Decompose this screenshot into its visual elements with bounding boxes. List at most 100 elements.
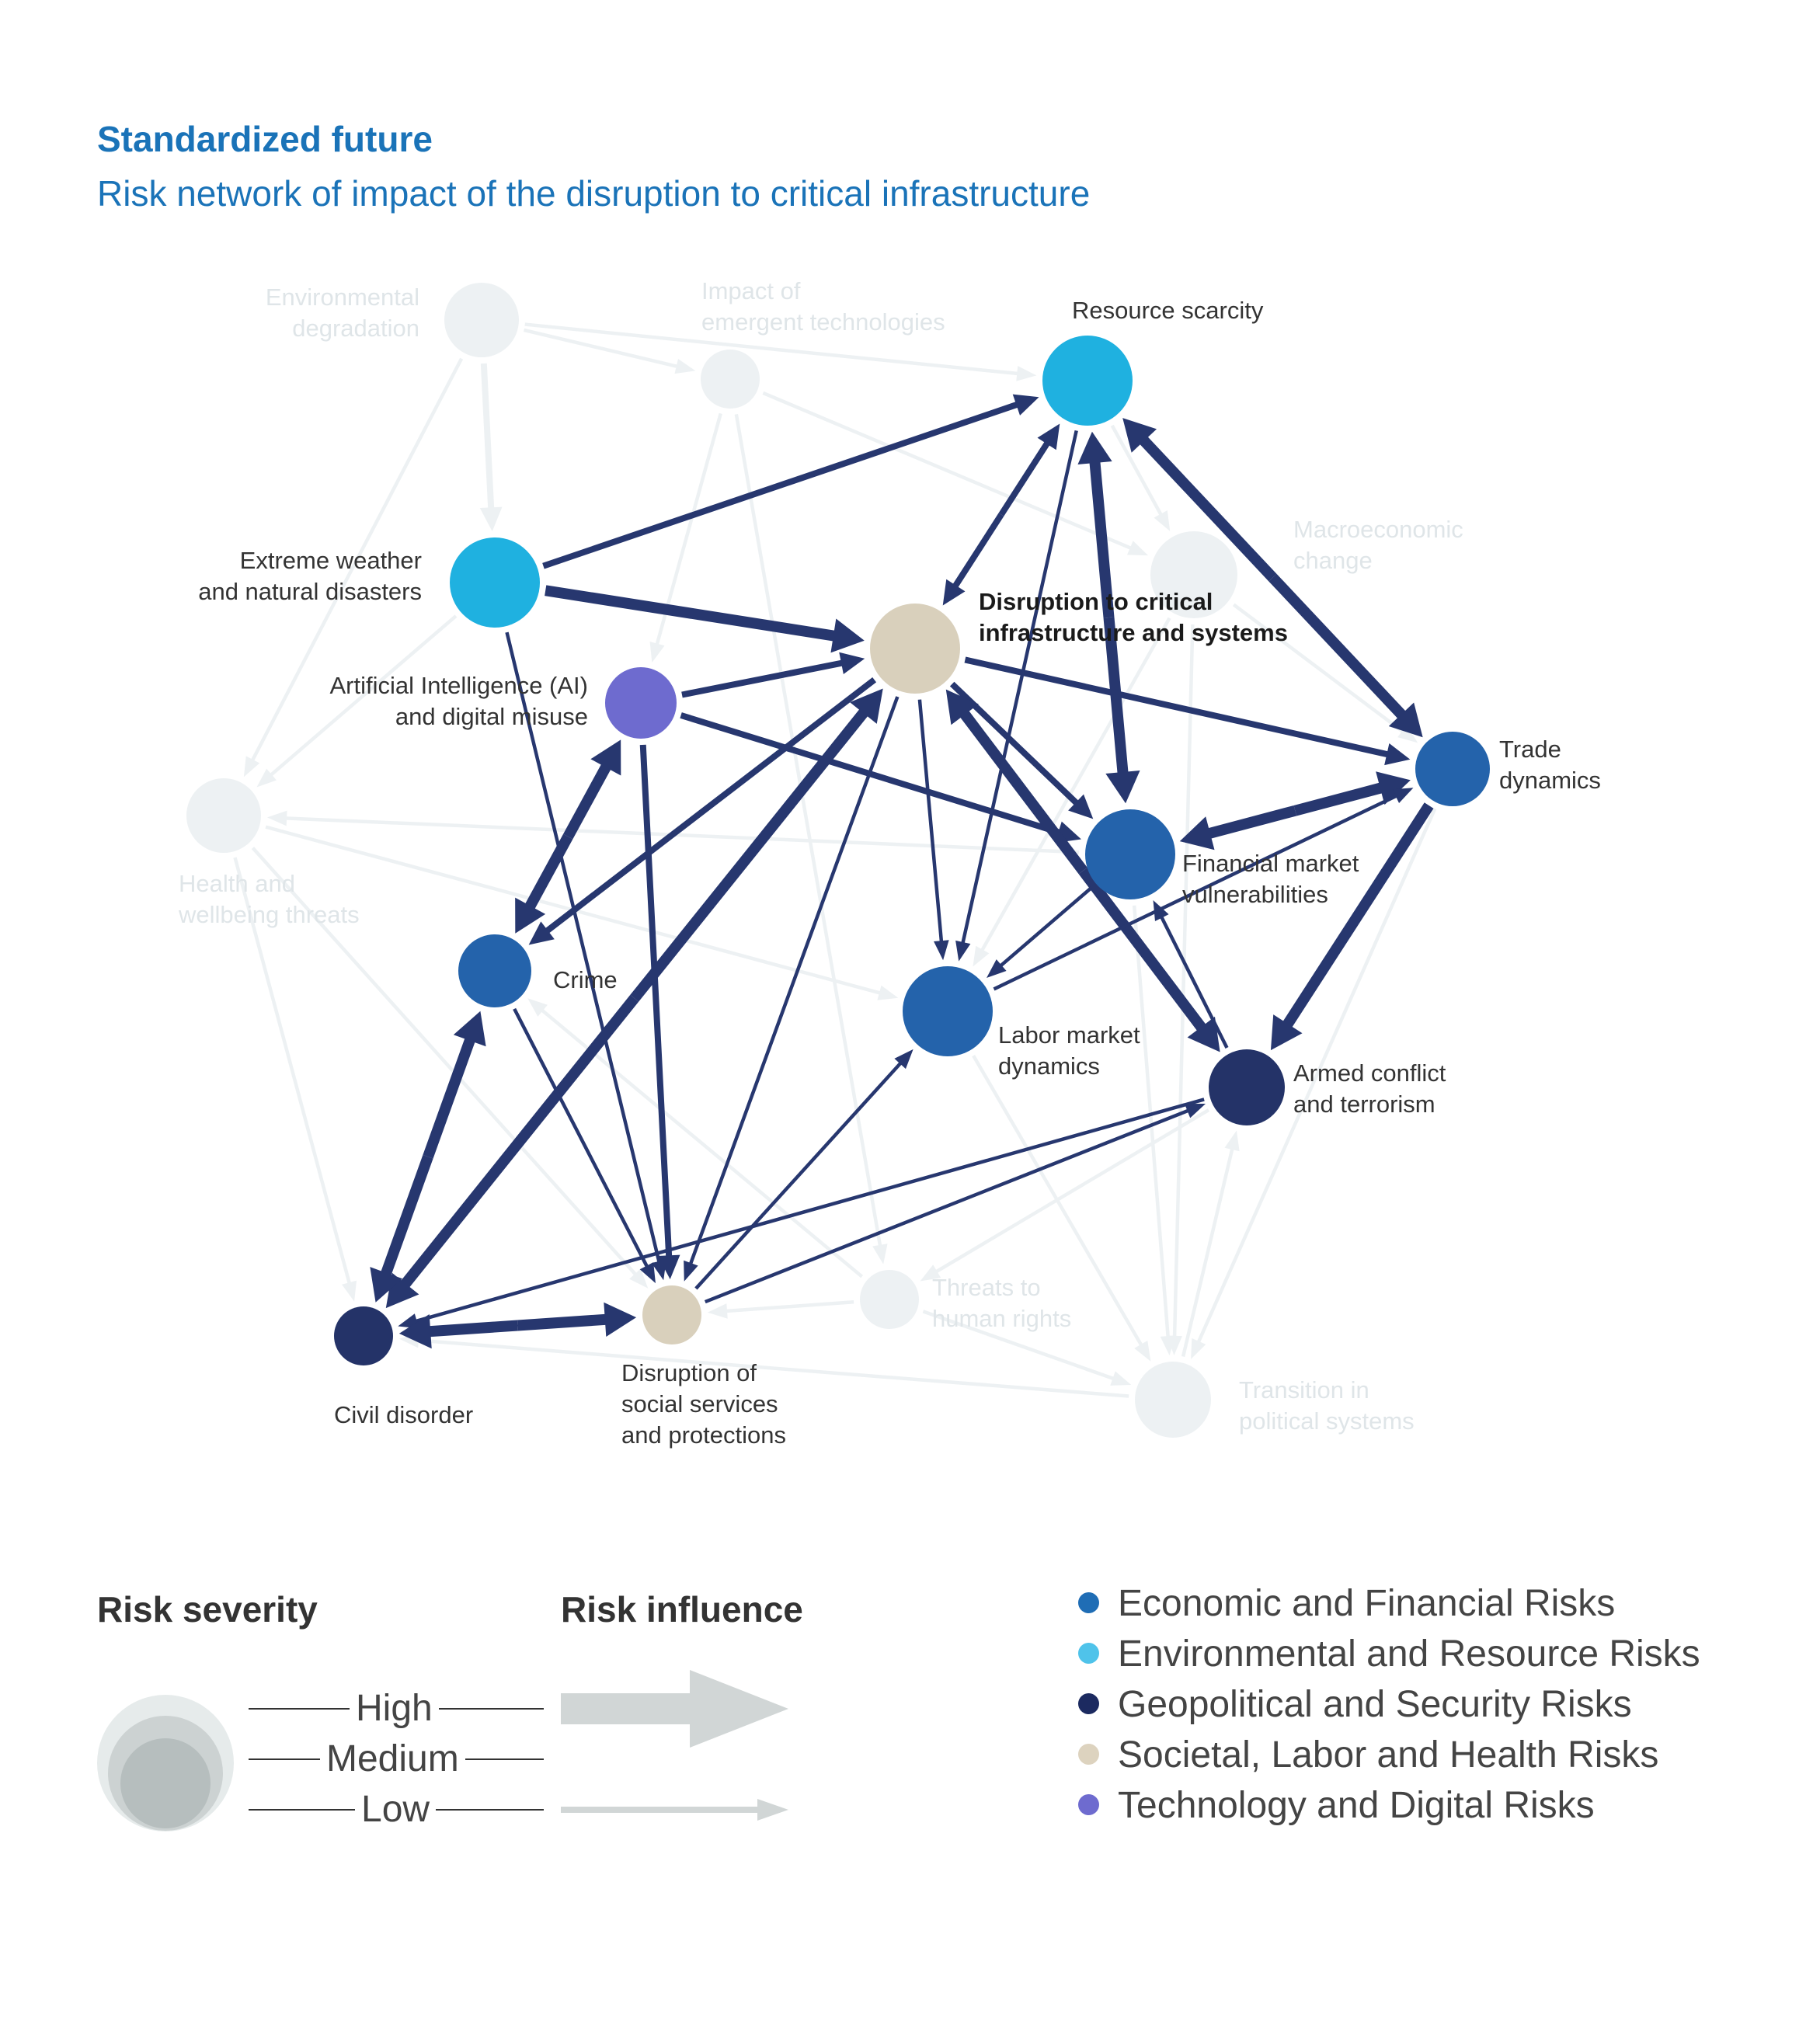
- edge-extreme_weather-social_services: [505, 631, 666, 1281]
- influence-arrow-high: [561, 1670, 788, 1748]
- faded-edge-17: [1181, 1130, 1240, 1358]
- node-emergent-tech: [701, 350, 760, 409]
- edge-extreme_weather-resource_scarcity: [542, 394, 1039, 569]
- faded-edge-0: [523, 328, 696, 374]
- edge-critical_infra-social_services: [684, 696, 900, 1282]
- faded-edge-9: [1232, 603, 1418, 743]
- edge-social_services-labor: [694, 1049, 913, 1290]
- nodes-layer: [186, 283, 1490, 1438]
- node-env-degradation: [444, 283, 519, 357]
- category-label: Societal, Labor and Health Risks: [1118, 1734, 1659, 1776]
- faded-edge-2: [243, 357, 464, 777]
- edge-ai_misuse-crime: [515, 739, 621, 934]
- node-macroeconomic: [1150, 531, 1237, 618]
- node-labor: [903, 966, 993, 1056]
- faded-edge-21: [1132, 905, 1176, 1356]
- node-extreme-weather: [450, 537, 540, 628]
- faded-edge-1: [524, 322, 1037, 381]
- category-legend-item: Economic and Financial Risks: [1078, 1581, 1615, 1627]
- faded-edge-14: [922, 1310, 1132, 1386]
- edge-resource_scarcity-labor: [955, 430, 1078, 962]
- edge-social_services-armed_conflict: [704, 1103, 1206, 1304]
- node-label-ai-misuse: Artificial Intelligence (AI)and digital …: [329, 672, 588, 730]
- edge-critical_infra-civil_disorder: [385, 688, 883, 1309]
- node-human-rights: [860, 1270, 919, 1329]
- risk-network-figure: Standardized future Risk network of impa…: [97, 119, 1700, 1833]
- faded-edge-22: [972, 1054, 1151, 1362]
- legend-medium-label: Medium: [320, 1736, 465, 1783]
- edge-crime-civil_disorder: [370, 1011, 486, 1303]
- faded-edge-23: [527, 998, 864, 1278]
- edge-ai_misuse-critical_infra: [681, 652, 865, 698]
- node-label-crime: Crime: [553, 966, 618, 993]
- edge-civil_disorder-social_services: [398, 1302, 637, 1349]
- influence-arrow-low: [561, 1799, 788, 1821]
- category-legend-item: Societal, Labor and Health Risks: [1078, 1732, 1658, 1779]
- node-health: [186, 778, 261, 853]
- node-resource-scarcity: [1042, 336, 1133, 426]
- node-social-services: [642, 1285, 701, 1344]
- node-political-transition: [1135, 1362, 1211, 1438]
- category-legend-item: Environmental and Resource Risks: [1078, 1631, 1700, 1678]
- legend-severity-title: Risk severity: [97, 1589, 318, 1630]
- category-legend-item: Geopolitical and Security Risks: [1078, 1682, 1632, 1728]
- faded-edge-24: [479, 363, 503, 532]
- edge-crime-social_services: [513, 1007, 656, 1284]
- faded-edge-6: [1110, 424, 1171, 531]
- category-label: Economic and Financial Risks: [1118, 1583, 1616, 1624]
- legend-graphics: [97, 1670, 788, 1832]
- edge-critical_infra-resource_scarcity: [942, 423, 1060, 606]
- faded-edge-16: [398, 1332, 1129, 1398]
- figure-subtitle: Risk network of impact of the disruption…: [97, 173, 1091, 214]
- category-dot-icon: [1078, 1793, 1099, 1815]
- legend-influence-title: Risk influence: [561, 1589, 803, 1630]
- edge-trade-armed_conflict: [1270, 802, 1434, 1051]
- node-label-resource-scarcity: Resource scarcity: [1072, 297, 1264, 324]
- edge-financial-labor: [987, 886, 1093, 978]
- category-dot-icon: [1078, 1743, 1099, 1765]
- faded-edge-19: [256, 614, 458, 788]
- legend-low-label: Low: [355, 1786, 437, 1833]
- faded-edge-10: [233, 857, 357, 1302]
- category-label: Geopolitical and Security Risks: [1118, 1684, 1632, 1725]
- node-crime: [458, 934, 531, 1007]
- category-dot-icon: [1078, 1642, 1099, 1664]
- faded-edge-18: [1191, 808, 1437, 1359]
- edge-critical_infra-crime: [528, 677, 877, 945]
- faded-edge-20: [920, 1108, 1210, 1282]
- edge-resource_scarcity-trade: [1122, 418, 1423, 738]
- edge-critical_infra-financial: [949, 681, 1094, 819]
- edge-labor-trade: [993, 788, 1414, 991]
- active-edges-layer: [370, 394, 1434, 1349]
- edge-trade-financial: [1179, 771, 1411, 851]
- category-dot-icon: [1078, 1692, 1099, 1714]
- edge-critical_infra-trade: [964, 656, 1411, 766]
- faded-edge-13: [266, 810, 1080, 854]
- category-label: Environmental and Resource Risks: [1118, 1633, 1700, 1675]
- edge-extreme_weather-critical_infra: [545, 585, 865, 653]
- edge-critical_infra-labor: [917, 699, 949, 961]
- faded-edge-11: [251, 847, 649, 1289]
- faded-edge-3: [762, 391, 1149, 556]
- edge-armed_conflict-financial: [1153, 900, 1229, 1049]
- node-trade: [1415, 732, 1490, 806]
- node-label-civil-disorder: Civil disorder: [334, 1401, 473, 1428]
- edge-ai_misuse-social_services: [639, 744, 680, 1280]
- category-legend-item: Technology and Digital Risks: [1078, 1783, 1595, 1829]
- node-financial: [1085, 809, 1175, 899]
- legend-high-label: High: [350, 1685, 439, 1732]
- edge-resource_scarcity-financial: [1077, 431, 1140, 804]
